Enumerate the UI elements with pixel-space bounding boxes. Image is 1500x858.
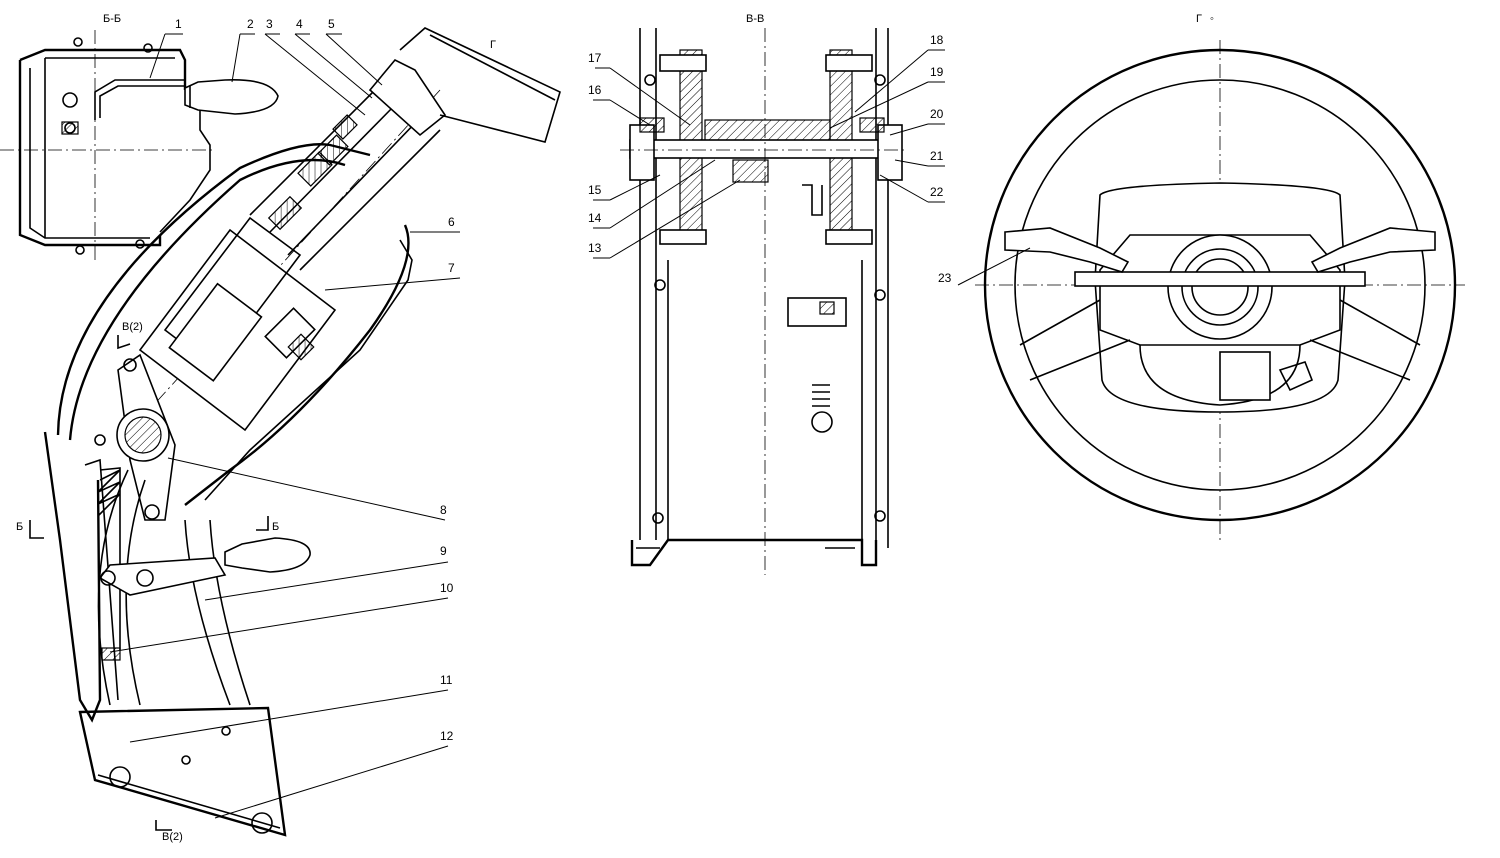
callout-19: 19 (930, 65, 944, 79)
callout-10: 10 (440, 581, 454, 595)
section-b-b-label: Б-Б (103, 13, 121, 25)
section-v2-top-mark: В(2) (122, 321, 143, 333)
callout-12: 12 (440, 729, 454, 743)
callout-11: 11 (440, 673, 453, 687)
callout-23: 23 (938, 271, 952, 285)
steering-column-assembly: Г (16, 27, 561, 843)
callout-3: 3 (266, 17, 273, 31)
callouts-middle: 17 16 15 14 13 18 19 20 21 22 (588, 33, 945, 259)
view-g-rotate-mark: ◦ (1210, 13, 1214, 25)
view-g-steering-wheel: Г ◦ (975, 13, 1465, 540)
callout-22: 22 (930, 185, 944, 199)
callout-20: 20 (930, 107, 944, 121)
callout-6: 6 (448, 215, 455, 229)
section-b-b-view: Б-Б (0, 13, 279, 260)
section-v2-bottom-mark: В(2) (162, 831, 183, 843)
callout-18: 18 (930, 33, 944, 47)
callout-5: 5 (328, 17, 335, 31)
callout-14: 14 (588, 211, 602, 225)
view-g-label: Г (1196, 13, 1202, 25)
section-g-mark: Г (490, 39, 496, 51)
callout-13: 13 (588, 241, 602, 255)
callout-8: 8 (440, 503, 447, 517)
section-b-right-mark: Б (272, 521, 279, 533)
section-v-v-view: В-В (620, 13, 905, 575)
callout-7: 7 (448, 261, 455, 275)
callout-15: 15 (588, 183, 602, 197)
callout-21: 21 (930, 149, 944, 163)
callout-2: 2 (247, 17, 254, 31)
section-b-left-mark: Б (16, 521, 23, 533)
callout-1: 1 (175, 17, 182, 31)
callout-16: 16 (588, 83, 602, 97)
callout-17: 17 (588, 51, 602, 65)
callout-4: 4 (296, 17, 303, 31)
callouts-right: 23 (938, 247, 1031, 286)
callout-9: 9 (440, 544, 447, 558)
callouts-left: 1 2 3 4 5 6 7 8 9 10 11 12 (109, 17, 461, 819)
section-v-v-label: В-В (746, 13, 764, 25)
